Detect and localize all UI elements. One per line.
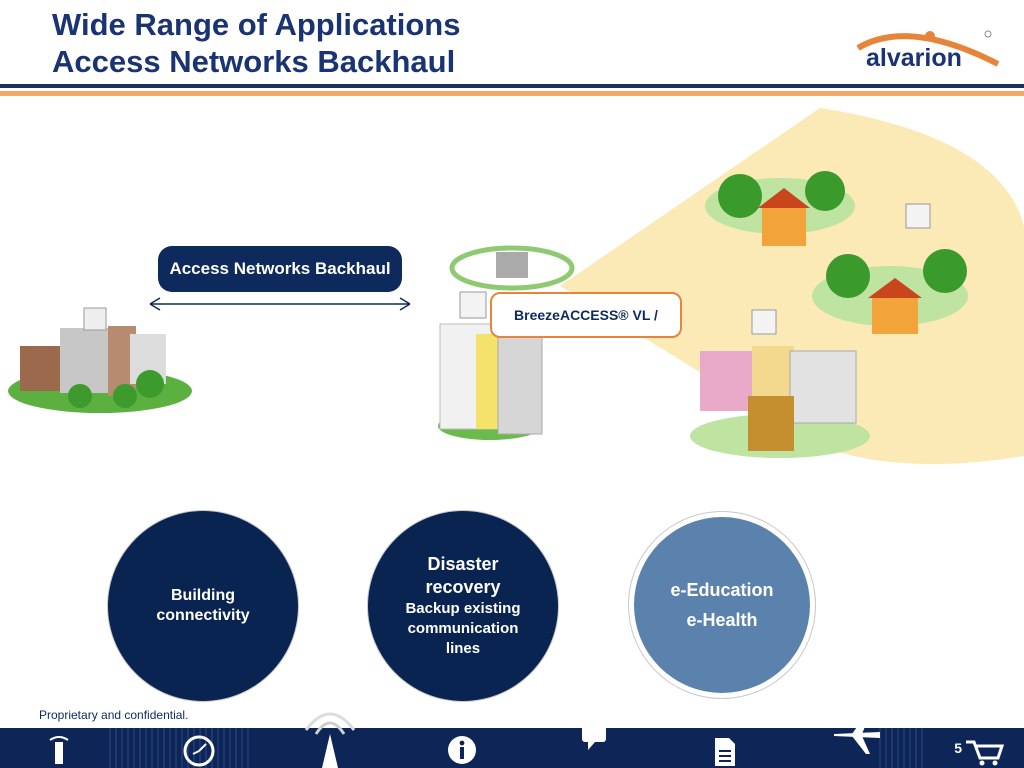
- title-line-1: Wide Range of Applications: [52, 6, 460, 43]
- slide-title: Wide Range of Applications Access Networ…: [52, 6, 460, 80]
- e-education-text: e-Education: [670, 575, 773, 605]
- product-label-text: BreezeACCESS® VL /: [514, 307, 658, 323]
- title-line-2: Access Networks Backhaul: [52, 43, 460, 80]
- center-tower: [438, 248, 572, 440]
- header-rule-navy: [0, 84, 1024, 88]
- left-building-cluster: [8, 308, 192, 413]
- education-health-circle: e-Education e-Health: [634, 517, 810, 693]
- link-arrow: [150, 298, 410, 310]
- disaster-recovery-title: Disaster recovery: [408, 553, 518, 599]
- building-connectivity-text: Building connectivity: [143, 586, 263, 626]
- building-connectivity-circle: Building connectivity: [108, 511, 298, 701]
- chat-icon: [580, 722, 608, 752]
- alvarion-logo: alvarion: [848, 24, 1008, 84]
- access-networks-backhaul-label: Access Networks Backhaul: [158, 246, 402, 292]
- cart-icon: [964, 738, 1004, 766]
- footnote: Proprietary and confidential.: [39, 708, 188, 722]
- e-health-text: e-Health: [686, 605, 757, 635]
- document-icon: [712, 737, 738, 767]
- link-label-text: Access Networks Backhaul: [169, 258, 390, 280]
- tower-icon: [44, 736, 74, 766]
- logo-text: alvarion: [866, 44, 962, 73]
- page-number: 5: [954, 740, 962, 756]
- antenna-icon: [292, 694, 368, 768]
- info-icon: [446, 734, 478, 766]
- clock-icon: [182, 734, 216, 768]
- airplane-icon: [832, 712, 882, 756]
- product-label: BreezeACCESS® VL /: [490, 292, 682, 338]
- disaster-recovery-subtitle: Backup existing communication lines: [393, 599, 533, 659]
- disaster-recovery-circle: Disaster recovery Backup existing commun…: [368, 511, 558, 701]
